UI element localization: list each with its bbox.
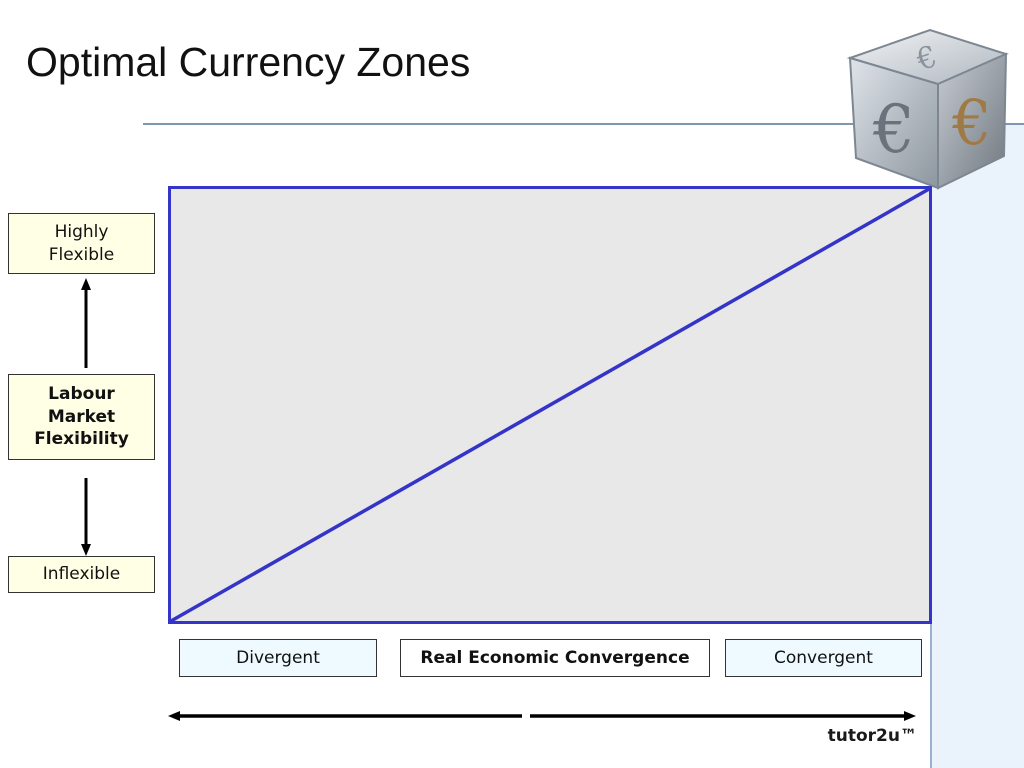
x-axis-arrows: [168, 711, 916, 721]
cube-euro-symbol-right: €: [951, 86, 991, 159]
side-panel: [930, 124, 1024, 768]
cube-euro-symbol-left: €: [872, 91, 915, 168]
y-axis-arrows: [81, 278, 91, 556]
y-axis-bottom-label: Inflexible: [8, 556, 155, 593]
y-axis-top-label: Highly Flexible: [8, 213, 155, 274]
x-axis-title: Real Economic Convergence: [400, 639, 710, 677]
y-axis-title: Labour Market Flexibility: [8, 374, 155, 460]
euro-cube-icon: € € €: [846, 28, 1009, 190]
brand-label: tutor2u™: [827, 726, 917, 746]
slide-title: Optimal Currency Zones: [26, 39, 471, 85]
title-rule: [143, 123, 1024, 125]
diagonal-line: [170, 187, 930, 623]
x-axis-left-label: Divergent: [179, 639, 377, 677]
x-axis-right-label: Convergent: [725, 639, 922, 677]
